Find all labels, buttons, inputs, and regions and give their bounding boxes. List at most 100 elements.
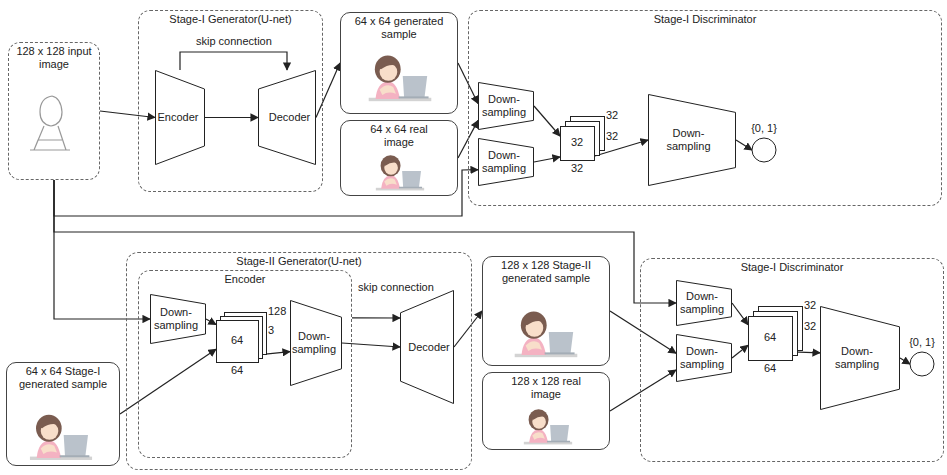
trapezoid [821,307,900,410]
feature-cube: 32 32 32 32 [556,108,622,178]
node-label: Down-sampling [479,93,529,119]
output-circle [910,352,934,376]
node-label: {0, 1} [744,120,784,135]
trapezoid [151,295,206,344]
trapezoid-block: Down-sampling [478,138,534,186]
node-label: Down-sampling [290,330,338,356]
node-label: Down-sampling [151,306,201,332]
trapezoid-block: Down-sampling [648,94,736,186]
arrow-connector [352,317,400,318]
dimension-label: 128 [268,305,286,318]
region-heading: Encoder [139,271,351,286]
arrow-connector [54,180,676,303]
trapezoid [479,83,534,130]
arrow-connector [206,319,216,325]
node-label: Down-sampling [654,127,724,153]
arrow-connector [54,170,478,216]
trapezoid-block: Down-sampling [290,300,342,386]
dimension-label: 3 [268,324,274,337]
trapezoid-block: Down-sampling [150,294,206,344]
group-region: EncoderDown-sampling 128 3 64 64 Down-samplin… [138,270,352,458]
dimension-label: 32 [606,109,618,122]
output-node: {0, 1} [744,120,784,164]
arrow-connector [454,311,482,347]
trapezoid [649,95,736,186]
group-region: Stage-I DiscriminatorDown-samplingDown-s… [640,258,944,462]
dimension-label: 64 [748,331,792,344]
stage1-picture [30,415,92,460]
group-region: Stage-I DiscriminatorDown-samplingDown-s… [468,10,942,206]
real-picture [376,155,424,190]
node-label: 64 x 64 Stage-I generated sample [11,363,115,391]
dimension-label: 32 [560,136,594,149]
arrow-connector [205,117,258,118]
trapezoid-block: Encoder [155,70,205,165]
arrow-connector [534,157,560,162]
trapezoid [259,71,316,165]
group-region: 128 x 128 input image [8,42,100,180]
image-box: 128 x 128 Stage-II generated sample [482,256,610,366]
trapezoid-block: Down-sampling [478,82,534,130]
node-label: Encoder [155,111,201,124]
trapezoid [677,281,732,326]
arrow-connector [100,111,155,118]
region-heading: 128 x 128 input image [14,43,94,71]
image-box: 64 x 64 generated sample [340,12,458,114]
arrow-connector [534,106,560,136]
region-heading: Stage-II Generator(U-net) [127,253,471,268]
arrow-connector [610,311,676,353]
trapezoid-block: Decoder [400,290,454,404]
trapezoid [291,301,342,386]
trapezoid [156,71,205,165]
arrow-connector [736,140,752,150]
image-box: 128 x 128 real image [482,372,610,450]
node-label: Down-sampling [677,290,727,316]
node-label: Decoder [404,341,454,354]
arrow-connector [610,370,676,411]
dimension-label: 32 [606,130,618,143]
dimension-label: 64 [216,364,258,377]
feature-slab [561,127,595,161]
dimension-label: 64 [216,334,258,347]
input-sketch [30,96,70,150]
arrow-connector [316,63,340,118]
node-label: {0, 1} [904,334,940,349]
arrow-connector [342,343,400,347]
generated-picture [369,56,432,102]
node-label: 64 x 64 generated sample [349,13,449,41]
node-label: 128 x 128 Stage-II generated sample [496,257,596,285]
node-label: Down-sampling [479,149,529,175]
arrow-connector [54,180,150,319]
trapezoid [401,291,454,404]
arrow-connector [180,52,287,70]
node-label: Decoder [264,111,316,124]
region-heading: Stage-I Generator(U-net) [139,11,322,26]
image-box: 64 x 64 Stage-I generated sample [6,362,120,466]
node-label: Down-sampling [825,345,889,371]
dimension-label: 32 [560,162,594,175]
edge-label: skip connection [194,35,274,48]
trapezoid-block: Down-sampling [676,280,732,326]
dimension-label: 32 [804,320,816,333]
node-label: 128 x 128 real image [501,373,591,401]
real-picture [524,409,572,444]
node-label: Down-sampling [677,345,727,371]
dimension-label: 64 [748,362,792,375]
arrow-connector [900,358,910,364]
stage2-picture [515,312,578,358]
arrow-connector [732,345,748,358]
region-heading: Stage-I Discriminator [469,11,941,26]
node-label: 64 x 64 real image [359,121,439,149]
output-node: {0, 1} [904,334,940,378]
arrow-connector [120,349,216,414]
feature-slab [217,321,259,363]
output-circle [752,138,776,162]
trapezoid-block: Down-sampling [676,334,732,382]
feature-cube: 32326464 [746,296,818,378]
trapezoid [479,139,534,186]
image-box: 64 x 64 real image [340,120,458,196]
trapezoid-block: Decoder [258,70,316,165]
